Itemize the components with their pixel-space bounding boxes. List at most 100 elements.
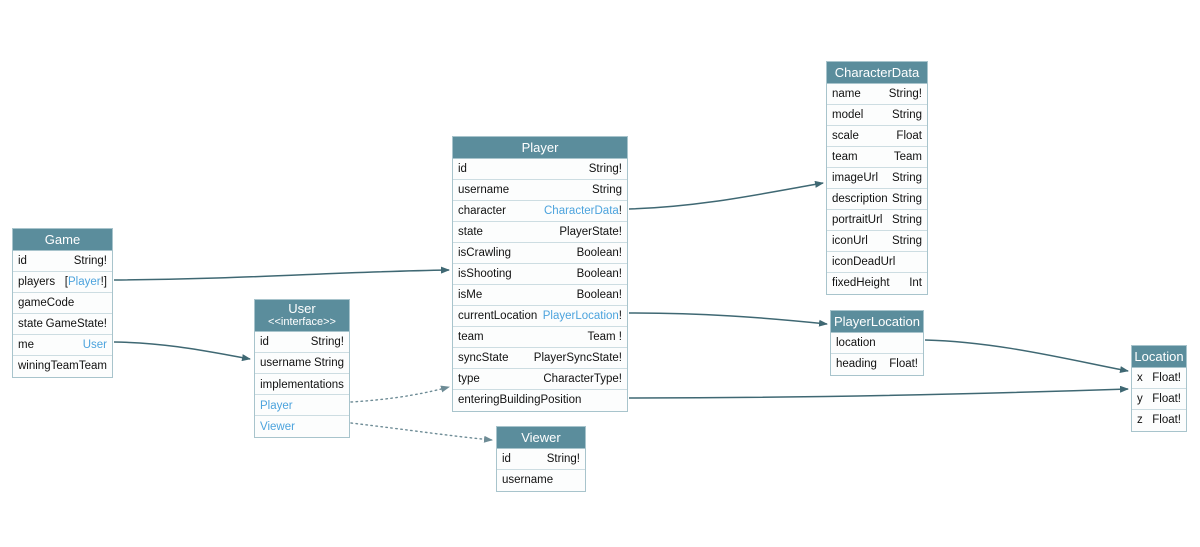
field-name: iconDeadUrl — [832, 256, 896, 268]
field-row[interactable]: isMe Boolean! — [453, 285, 627, 306]
field-type: Boolean! — [576, 289, 622, 301]
field-type: User — [82, 335, 107, 355]
field-name: id — [458, 163, 467, 175]
field-type: Int — [909, 277, 922, 289]
entity-playerlocation[interactable]: PlayerLocationlocationLocation!headingFl… — [830, 310, 924, 376]
field-name: username — [502, 474, 554, 486]
field-type: Float! — [1152, 414, 1181, 426]
field-type: String — [891, 214, 922, 226]
field-row[interactable]: players[Player!] — [13, 272, 112, 293]
field-name: enteringBuildingPosition — [458, 394, 582, 406]
field-type: Float! — [889, 358, 918, 370]
field-name: id — [260, 336, 269, 348]
field-name: isShooting — [458, 268, 512, 280]
field-row[interactable]: iconDeadUrlString — [827, 252, 927, 273]
field-name: state — [458, 226, 483, 238]
field-name: scale — [832, 130, 859, 142]
field-type-link[interactable]: PlayerLocation — [542, 310, 619, 322]
field-type-link[interactable]: CharacterData — [544, 205, 619, 217]
edge-player-character-to-characterdata — [628, 180, 824, 210]
field-type: PlayerLocation! — [542, 310, 622, 322]
section-label-text: implementations — [260, 379, 344, 391]
field-name: y — [1137, 393, 1143, 405]
field-name: imageUrl — [832, 172, 879, 184]
field-name: state — [18, 318, 43, 330]
edge-user-viewer-implements — [350, 422, 493, 443]
field-name: fixedHeight — [832, 277, 890, 289]
entity-header-location: Location — [1132, 346, 1186, 368]
field-type-link[interactable]: Player — [68, 276, 101, 288]
edge-player-enteringbuildingposition-to-location — [628, 385, 1129, 399]
entity-header-viewer: Viewer — [497, 427, 585, 449]
entity-game[interactable]: GameidString!players[Player!]gameCodeStr… — [12, 228, 113, 378]
entity-stereotype: <<interface>> — [268, 316, 336, 328]
field-row[interactable]: locationLocation! — [831, 333, 923, 354]
entity-header-user: User<<interface>> — [255, 300, 349, 332]
field-type: String! — [73, 255, 107, 267]
field-type: String — [891, 235, 922, 247]
field-row[interactable]: imageUrl String — [827, 168, 927, 189]
field-row[interactable]: enteringBuildingPositionLocation — [453, 390, 627, 411]
field-row[interactable]: gameCodeString! — [13, 293, 112, 314]
field-name: isMe — [458, 289, 483, 301]
implementation-item[interactable]: Viewer — [255, 416, 349, 437]
field-name: gameCode — [18, 297, 75, 309]
field-name: iconUrl — [832, 235, 868, 247]
field-type: String — [313, 357, 344, 369]
field-type: GameState! — [45, 318, 107, 330]
edge-player-currentlocation-to-playerlocation — [628, 312, 828, 327]
field-row[interactable]: fixedHeight Int — [827, 273, 927, 294]
edge-user-player-implements — [350, 385, 450, 403]
field-name: x — [1137, 372, 1143, 384]
implementation-item[interactable]: Player — [255, 395, 349, 416]
field-type: String! — [888, 88, 922, 100]
field-name: location — [836, 337, 876, 349]
entity-header-player: Player — [453, 137, 627, 159]
field-name: type — [458, 373, 480, 385]
field-name: model — [832, 109, 864, 121]
field-row[interactable]: iconUrl String — [827, 231, 927, 252]
field-type: String — [591, 184, 622, 196]
field-type: Float! — [1152, 393, 1181, 405]
field-name: username — [260, 357, 312, 369]
field-type: String — [891, 172, 922, 184]
field-row[interactable]: y Float! — [1132, 389, 1186, 410]
field-name: portraitUrl — [832, 214, 883, 226]
field-row[interactable]: portraitUrl String — [827, 210, 927, 231]
edge-game-players-to-player — [113, 266, 450, 281]
field-type-link[interactable]: User — [82, 339, 107, 351]
entity-header-characterdata: CharacterData — [827, 62, 927, 84]
field-name: team — [832, 151, 858, 163]
